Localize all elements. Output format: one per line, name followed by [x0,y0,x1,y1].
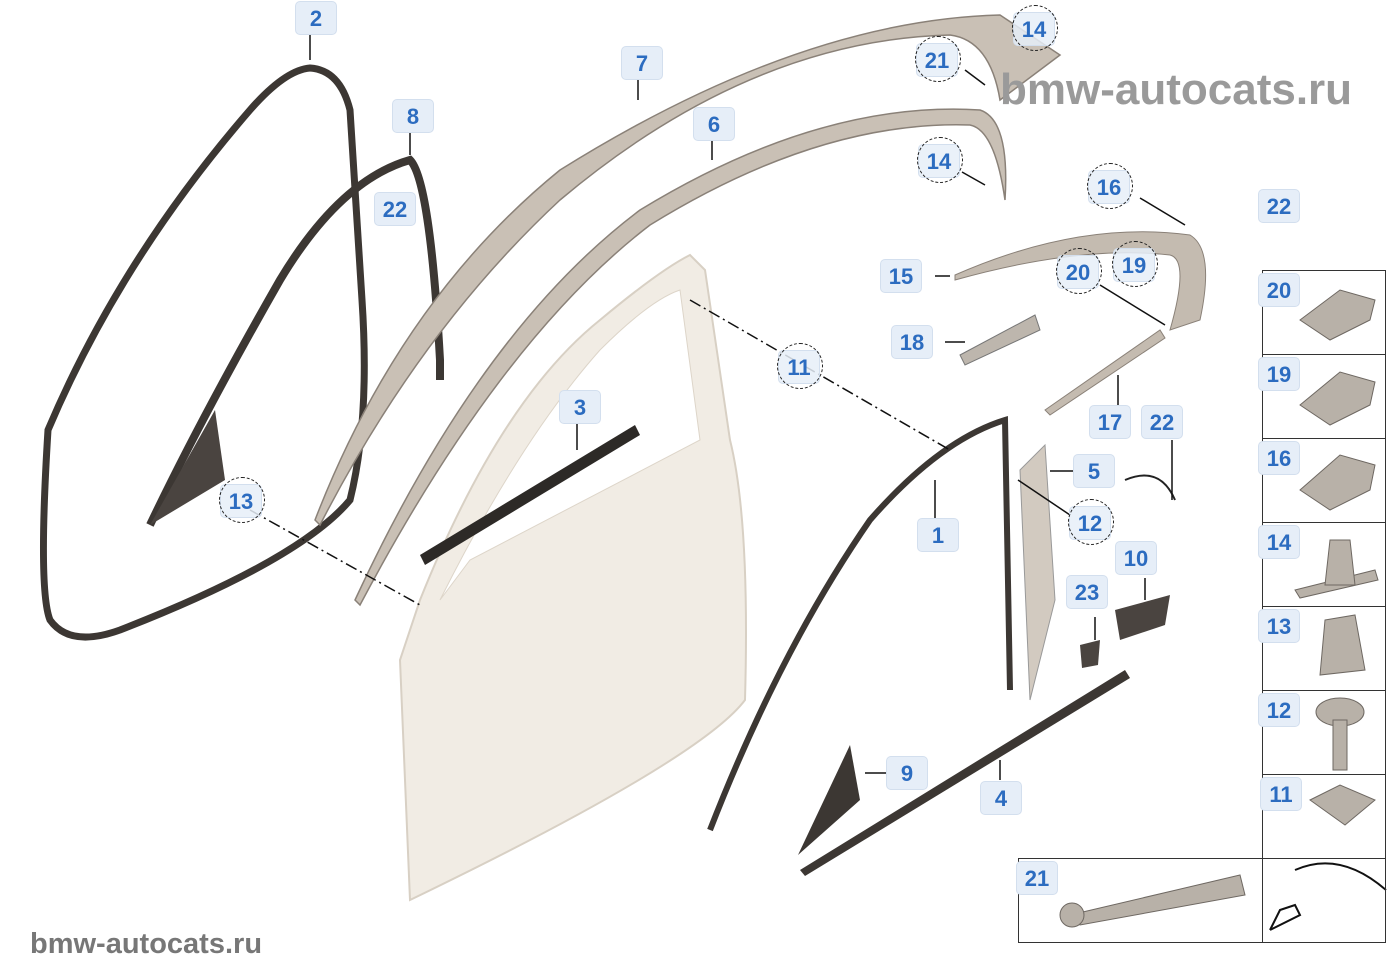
legend-label[interactable]: 14 [1258,525,1300,559]
legend-label[interactable]: 13 [1258,609,1300,643]
callout-label[interactable]: 9 [886,756,928,790]
sill-strip-part [800,670,1130,876]
bracket-23-part [1080,640,1100,668]
callout-label[interactable]: 19 [1112,241,1158,287]
callout-label[interactable]: 4 [980,781,1022,815]
legend-part-shapes [1059,289,1379,928]
callout-label[interactable]: 3 [559,390,601,424]
legend-label[interactable]: 12 [1258,693,1300,727]
legend-label[interactable]: 11 [1260,777,1302,811]
callout-label[interactable]: 14 [1012,5,1058,51]
window-channel-part [420,425,640,565]
callout-label[interactable]: 18 [891,325,933,359]
callout-label[interactable]: 12 [1068,499,1114,545]
legend-label[interactable]: 19 [1258,357,1300,391]
legend-label[interactable]: 20 [1258,273,1300,307]
outer-strip-part [314,14,1062,527]
callout-label[interactable]: 16 [1087,163,1133,209]
callout-label[interactable]: 8 [392,99,434,133]
legend-label[interactable]: 21 [1016,861,1058,895]
callout-label[interactable]: 14 [917,137,963,183]
callout-label[interactable]: 13 [219,477,265,523]
pillar-trim-part [1019,443,1056,701]
callout-label[interactable]: 22 [1258,189,1300,223]
strip-17-part [1044,329,1166,416]
callout-label[interactable]: 2 [295,1,337,35]
callout-label[interactable]: 1 [917,518,959,552]
legend-cell-direction [1262,858,1386,943]
callout-label[interactable]: 15 [880,259,922,293]
callout-label[interactable]: 17 [1089,405,1131,439]
leader-lines [249,35,1186,780]
watermark-bottom: bmw-autocats.ru [30,928,263,960]
watermark-top: bmw-autocats.ru [1000,65,1353,114]
callout-label[interactable]: 6 [693,107,735,141]
callout-label[interactable]: 10 [1115,541,1157,575]
legend-label[interactable]: 16 [1258,441,1300,475]
callout-label[interactable]: 23 [1066,575,1108,609]
bracket-18-part [959,314,1041,366]
window-seal-part [707,415,1013,832]
seal-22-part [1124,474,1176,501]
callout-label[interactable]: 22 [374,192,416,226]
callout-label[interactable]: 21 [915,36,961,82]
mirror-triangle-part [798,745,860,855]
direction-arrow-icon [1269,862,1387,931]
frame-seal-corner [150,410,225,525]
callout-label[interactable]: 7 [621,46,663,80]
frame-seal-part [146,155,444,527]
door-seal-part [39,64,368,641]
trim-strip-part [354,108,1007,607]
callout-label[interactable]: 20 [1056,248,1102,294]
bracket-10-part [1115,595,1170,640]
callout-label[interactable]: 5 [1073,454,1115,488]
callout-label[interactable]: 11 [777,343,823,389]
callout-label[interactable]: 22 [1141,405,1183,439]
